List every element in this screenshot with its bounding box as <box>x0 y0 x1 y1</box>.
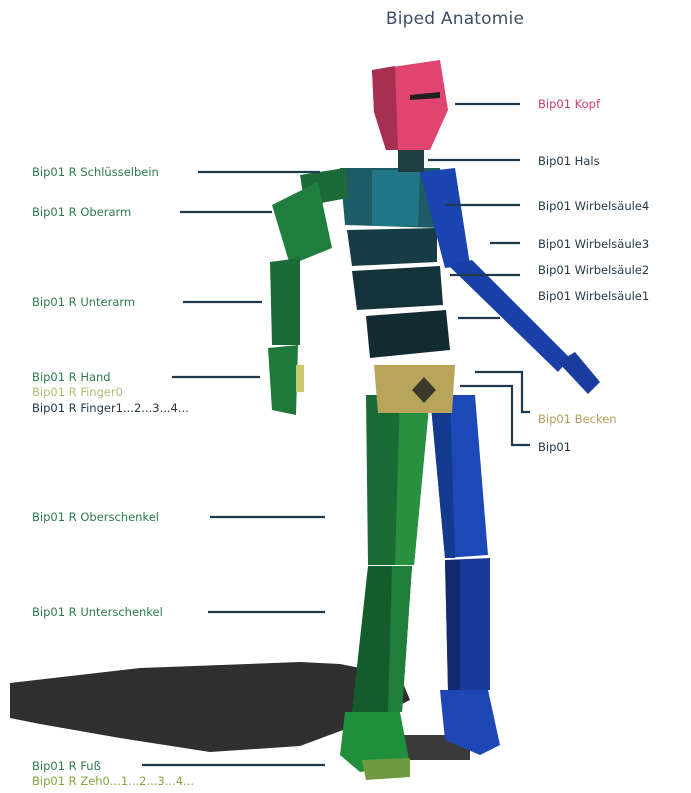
left-hand <box>558 352 600 394</box>
label-hals: Bip01 Hals <box>538 154 600 168</box>
label-bip01: Bip01 <box>538 440 571 454</box>
right-toes <box>362 758 410 780</box>
left-calf-shade <box>445 560 460 690</box>
label-kopf: Bip01 Kopf <box>538 97 600 111</box>
leader-becken <box>475 372 530 412</box>
upper-chest-shade <box>372 170 420 226</box>
label-fingers: Bip01 R Finger1...2...3...4... <box>32 401 189 415</box>
label-unterarm: Bip01 R Unterarm <box>32 295 135 309</box>
label-schluesselbein: Bip01 R Schlüsselbein <box>32 165 159 179</box>
right-calf-shade <box>388 566 412 712</box>
spine-block-2 <box>352 266 443 310</box>
head-shade <box>372 66 398 150</box>
label-wirbelsaeule2: Bip01 Wirbelsäule2 <box>538 263 649 277</box>
label-wirbelsaeule3: Bip01 Wirbelsäule3 <box>538 237 649 251</box>
label-wirbelsaeule1: Bip01 Wirbelsäule1 <box>538 289 649 303</box>
right-hand <box>268 345 298 415</box>
label-wirbelsaeule4: Bip01 Wirbelsäule4 <box>538 199 649 213</box>
right-finger0 <box>296 365 304 392</box>
spine-block-3 <box>347 228 437 266</box>
neck <box>398 150 424 172</box>
spine-block-1 <box>366 310 450 358</box>
label-unterschenkel: Bip01 R Unterschenkel <box>32 605 163 619</box>
label-hand: Bip01 R Hand <box>32 370 111 384</box>
label-becken: Bip01 Becken <box>538 412 617 426</box>
label-oberarm: Bip01 R Oberarm <box>32 205 131 219</box>
label-oberschenkel: Bip01 R Oberschenkel <box>32 510 159 524</box>
label-fuss: Bip01 R Fuß <box>32 759 101 773</box>
label-finger0: Bip01 R Finger0 <box>32 385 123 399</box>
label-zehen: Bip01 R Zeh0...1...2...3...4... <box>32 774 194 788</box>
right-forearm <box>270 258 300 345</box>
right-thigh-shade <box>395 395 430 565</box>
